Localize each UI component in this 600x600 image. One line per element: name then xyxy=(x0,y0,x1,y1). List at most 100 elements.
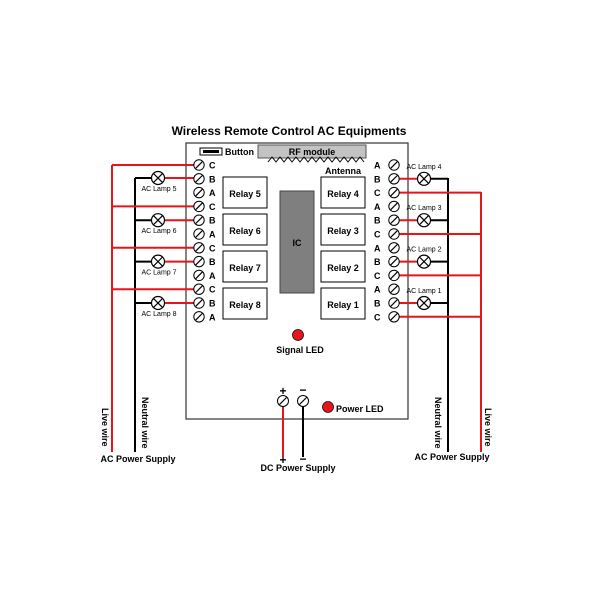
lamp-icon xyxy=(150,213,166,228)
terminal-letter: A xyxy=(374,243,381,253)
terminal-letter: B xyxy=(209,216,216,226)
screw-terminal xyxy=(388,173,400,185)
relay-box xyxy=(320,176,366,209)
dc-power-terminals xyxy=(277,395,309,457)
ic-chip xyxy=(279,190,315,294)
lamp-label: AC Lamp 5 xyxy=(141,186,176,193)
power-led xyxy=(322,401,334,413)
lamp-label: AC Lamp 8 xyxy=(141,311,176,318)
screw-terminal xyxy=(193,159,205,171)
diagram-title: Wireless Remote Control AC Equipments xyxy=(172,124,407,138)
screw-terminal xyxy=(388,297,400,309)
neutral-wire-label-left: Neutral wire xyxy=(140,397,150,449)
signal-led-label: Signal LED xyxy=(276,345,324,355)
relay-box xyxy=(320,250,366,283)
terminal-letter: A xyxy=(209,188,216,198)
button-label: Button xyxy=(225,147,254,157)
screw-terminal xyxy=(193,283,205,295)
terminal-letter: C xyxy=(374,271,381,281)
pushbutton xyxy=(199,147,223,156)
lamp-label: AC Lamp 7 xyxy=(141,270,176,277)
dc-supply-label: DC Power Supply xyxy=(260,463,335,473)
relay-label: Relay 7 xyxy=(229,263,261,273)
dc-plus-top: + xyxy=(279,384,286,398)
screw-terminal xyxy=(193,255,205,268)
terminal-letter: A xyxy=(374,161,381,171)
lamp-icon xyxy=(150,295,166,311)
dc-minus-bottom: − xyxy=(299,452,306,466)
screw-terminal xyxy=(193,200,205,213)
screw-terminal xyxy=(193,297,205,309)
antenna-label: Antenna xyxy=(325,166,362,176)
screw-terminal xyxy=(388,311,400,323)
terminal-letter: B xyxy=(374,299,381,309)
relay-box xyxy=(222,287,268,320)
relay-box xyxy=(222,250,268,283)
screw-terminal xyxy=(388,200,400,213)
relay-label: Relay 6 xyxy=(229,226,261,236)
terminal-letter: A xyxy=(374,285,381,295)
ac-supply-label-right: AC Power Supply xyxy=(414,452,489,462)
screw-terminal xyxy=(388,269,400,282)
terminal-letter: A xyxy=(209,271,216,281)
screw-terminal xyxy=(388,255,400,268)
relay-label: Relay 1 xyxy=(327,300,359,310)
screw-terminal xyxy=(388,228,400,240)
terminal-letter: A xyxy=(209,312,216,322)
neutral-wire-label-right: Neutral wire xyxy=(433,397,443,449)
terminal-letter: C xyxy=(209,285,216,295)
live-wire-label-left: Live wire xyxy=(100,408,110,447)
screw-terminal xyxy=(193,214,205,226)
screw-terminal xyxy=(388,283,400,295)
relay-label: Relay 4 xyxy=(327,189,359,199)
screw-terminal xyxy=(388,242,400,254)
dc-minus-top: − xyxy=(299,383,306,397)
antenna-coil xyxy=(267,156,365,163)
lamp-icon xyxy=(150,254,166,269)
screw-terminal xyxy=(193,228,205,240)
terminal-letter: B xyxy=(374,216,381,226)
terminal-letter: C xyxy=(209,161,216,171)
terminal-letter: C xyxy=(374,312,381,322)
relay-box xyxy=(320,213,366,246)
lamp-label: AC Lamp 4 xyxy=(406,164,441,171)
screw-terminal xyxy=(193,269,205,282)
relay-label: Relay 3 xyxy=(327,226,359,236)
terminal-letter: C xyxy=(209,202,216,212)
terminal-letter: B xyxy=(209,174,216,184)
screw-terminal xyxy=(193,186,205,199)
relay-box xyxy=(222,213,268,246)
lamp-label: AC Lamp 2 xyxy=(406,247,441,254)
terminal-letter: B xyxy=(374,257,381,267)
terminal-letter: C xyxy=(209,243,216,253)
relay-label: Relay 8 xyxy=(229,300,261,310)
screw-terminal xyxy=(193,173,205,185)
live-wire-label-right: Live wire xyxy=(483,408,493,447)
relay-box xyxy=(222,176,268,209)
lamp-icon xyxy=(416,295,432,311)
ac-supply-label-left: AC Power Supply xyxy=(100,454,175,464)
lamp-icon xyxy=(416,213,432,228)
terminal-letter: C xyxy=(374,230,381,240)
terminal-letter: B xyxy=(209,257,216,267)
screw-terminal xyxy=(388,159,400,171)
screw-terminal xyxy=(388,186,400,199)
lamp-icon xyxy=(416,171,432,186)
ic-label: IC xyxy=(293,238,303,248)
terminal-letter: B xyxy=(209,299,216,309)
rf-module-label: RF module xyxy=(289,147,336,157)
terminal-letter: C xyxy=(374,188,381,198)
relay-box xyxy=(320,287,366,320)
lamp-icon xyxy=(150,170,166,186)
terminal-letter: A xyxy=(374,202,381,212)
terminal-letter: B xyxy=(374,174,381,184)
lamp-icon xyxy=(416,254,432,269)
rf-module xyxy=(257,144,367,159)
dc-plus-bottom: + xyxy=(279,453,286,467)
screw-terminal xyxy=(193,242,205,254)
lamp-label: AC Lamp 3 xyxy=(406,205,441,212)
lamp-label: AC Lamp 1 xyxy=(406,288,441,295)
lamp-label: AC Lamp 6 xyxy=(141,228,176,235)
screw-terminal xyxy=(193,311,205,323)
